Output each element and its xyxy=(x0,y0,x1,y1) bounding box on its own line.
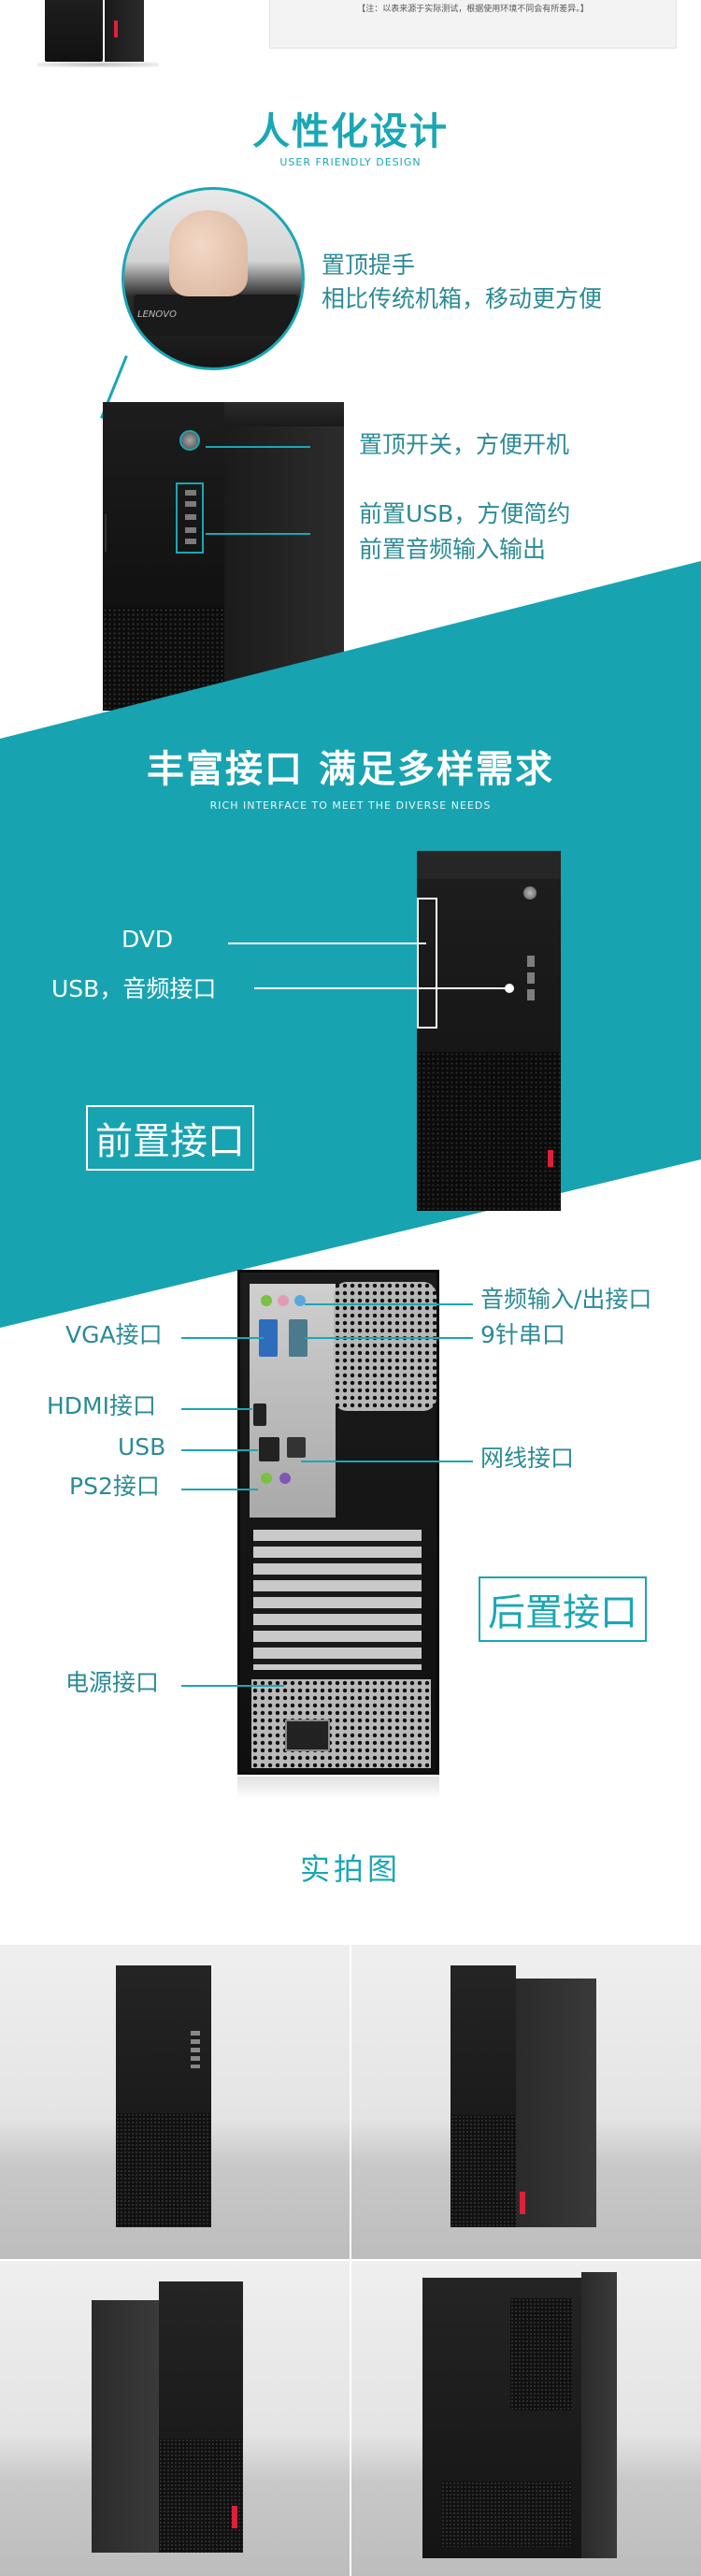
top-pc-side-image xyxy=(105,0,144,62)
photo-front xyxy=(0,1945,350,2259)
tower2-usb-port xyxy=(527,972,535,984)
front-ports-tower-image xyxy=(417,851,561,1211)
hand-image xyxy=(169,210,248,296)
front-dot-usb-audio xyxy=(505,984,514,993)
callout-usb-line xyxy=(206,533,310,535)
usb-port-icon xyxy=(259,1437,279,1461)
power-button-icon xyxy=(179,430,200,451)
rear-fan-grille xyxy=(334,1282,436,1411)
rear-line-audio xyxy=(305,1303,473,1305)
hdmi-port-icon xyxy=(253,1403,266,1426)
rear-reflection xyxy=(237,1777,439,1799)
callout-power: 置顶开关，方便开机 xyxy=(359,431,570,458)
photo-rear-psu xyxy=(441,2482,572,2547)
ps2-mouse-icon xyxy=(261,1473,272,1484)
audio-jack-icon xyxy=(278,1295,289,1306)
photo-rear xyxy=(351,2261,701,2576)
photo-angle-left xyxy=(0,2261,350,2576)
photo-rear-side xyxy=(581,2272,617,2558)
rear-label-serial: 9针串口 xyxy=(480,1321,565,1348)
callout-handle-2: 相比传统机箱，移动更方便 xyxy=(322,285,603,312)
rear-line-usb xyxy=(181,1449,258,1451)
expansion-slots xyxy=(253,1530,422,1670)
photo-angle-left-side xyxy=(92,2300,159,2553)
photo-front-mesh xyxy=(116,2113,211,2227)
note-box: 【注：以表来源于实际测试，根据使用环境不同会有所差异。】 xyxy=(269,0,677,49)
tower-front-image xyxy=(103,402,344,711)
photo-angle-right-side xyxy=(516,1979,596,2227)
photo-angle-right-mesh xyxy=(451,2115,516,2227)
tower-dvd-slot xyxy=(105,514,107,552)
front-port-highlight xyxy=(176,482,204,554)
top-strip: 【注：以表来源于实际测试，根据使用环境不同会有所差异。】 xyxy=(0,0,701,67)
callout-power-line xyxy=(206,446,310,448)
power-socket-icon xyxy=(285,1720,330,1751)
rear-line-serial xyxy=(305,1337,473,1339)
rear-label-usb: USB xyxy=(118,1433,166,1461)
photo-angle-right xyxy=(351,1945,701,2259)
handle-image xyxy=(134,295,298,336)
tower2-red-accent xyxy=(548,1150,553,1167)
photo-angle-right-red xyxy=(520,2192,525,2214)
psu-grille xyxy=(251,1679,431,1768)
top-pc-shadow xyxy=(37,62,159,67)
rear-label-lan: 网线接口 xyxy=(480,1445,575,1472)
zoom-logo: LENOVO xyxy=(137,309,177,320)
photo-front-ports xyxy=(191,2031,200,2068)
photo-angle-left-red xyxy=(232,2506,237,2528)
front-line-usb-audio xyxy=(254,987,508,989)
tower2-drive-frame xyxy=(417,898,437,1029)
rear-label-power: 电源接口 xyxy=(65,1669,160,1696)
top-pc-front-image xyxy=(45,0,103,62)
audio-jack-icon xyxy=(261,1295,272,1306)
rear-ports-box: 后置接口 xyxy=(479,1576,647,1642)
handle-zoom-image: LENOVO xyxy=(122,187,305,370)
rear-line-ps2 xyxy=(181,1489,258,1490)
rear-line-vga xyxy=(181,1337,264,1339)
rear-line-power xyxy=(181,1685,284,1687)
front-label-dvd: DVD xyxy=(122,926,174,953)
ps2-keyboard-icon xyxy=(279,1473,291,1484)
rear-line-hdmi xyxy=(181,1408,252,1410)
note-text: 【注：以表来源于实际测试，根据使用环境不同会有所差异。】 xyxy=(357,5,589,14)
lan-port-icon xyxy=(287,1437,306,1458)
rear-panel-image xyxy=(237,1270,439,1775)
rear-line-lan xyxy=(301,1461,473,1462)
tower2-usb-port xyxy=(527,989,535,1000)
callout-handle-1: 置顶提手 xyxy=(322,252,416,279)
tower2-top-bevel xyxy=(417,851,561,879)
rear-label-ps2: PS2接口 xyxy=(69,1473,160,1500)
tower2-usb-port xyxy=(527,956,535,967)
serial-port-icon xyxy=(289,1319,308,1357)
design-subtitle: USER FRIENDLY DESIGN xyxy=(279,156,422,168)
callout-usb-2: 前置音频输入输出 xyxy=(359,536,547,563)
design-title: 人性化设计 xyxy=(252,110,449,153)
callout-usb-1: 前置USB，方便简约 xyxy=(359,500,571,527)
interfaces-subtitle: RICH INTERFACE TO MEET THE DIVERSE NEEDS xyxy=(209,799,492,812)
tower2-mesh xyxy=(417,1052,561,1211)
vga-port-icon xyxy=(259,1319,278,1357)
front-ports-box: 前置接口 xyxy=(86,1105,254,1171)
top-pc-red-accent xyxy=(114,21,118,37)
audio-jack-icon xyxy=(294,1295,306,1306)
interfaces-title: 丰富接口 满足多样需求 xyxy=(147,748,554,791)
front-line-dvd xyxy=(228,943,426,944)
photo-rear-grille xyxy=(510,2298,572,2411)
photos-title: 实拍图 xyxy=(299,1851,401,1887)
tower2-power-icon xyxy=(523,886,536,899)
rear-label-hdmi: HDMI接口 xyxy=(47,1392,156,1419)
front-label-usb-audio: USB，音频接口 xyxy=(51,975,217,1002)
rear-label-vga: VGA接口 xyxy=(65,1321,163,1348)
rear-label-audio: 音频输入/出接口 xyxy=(480,1286,652,1313)
photo-angle-left-mesh xyxy=(159,2439,243,2553)
